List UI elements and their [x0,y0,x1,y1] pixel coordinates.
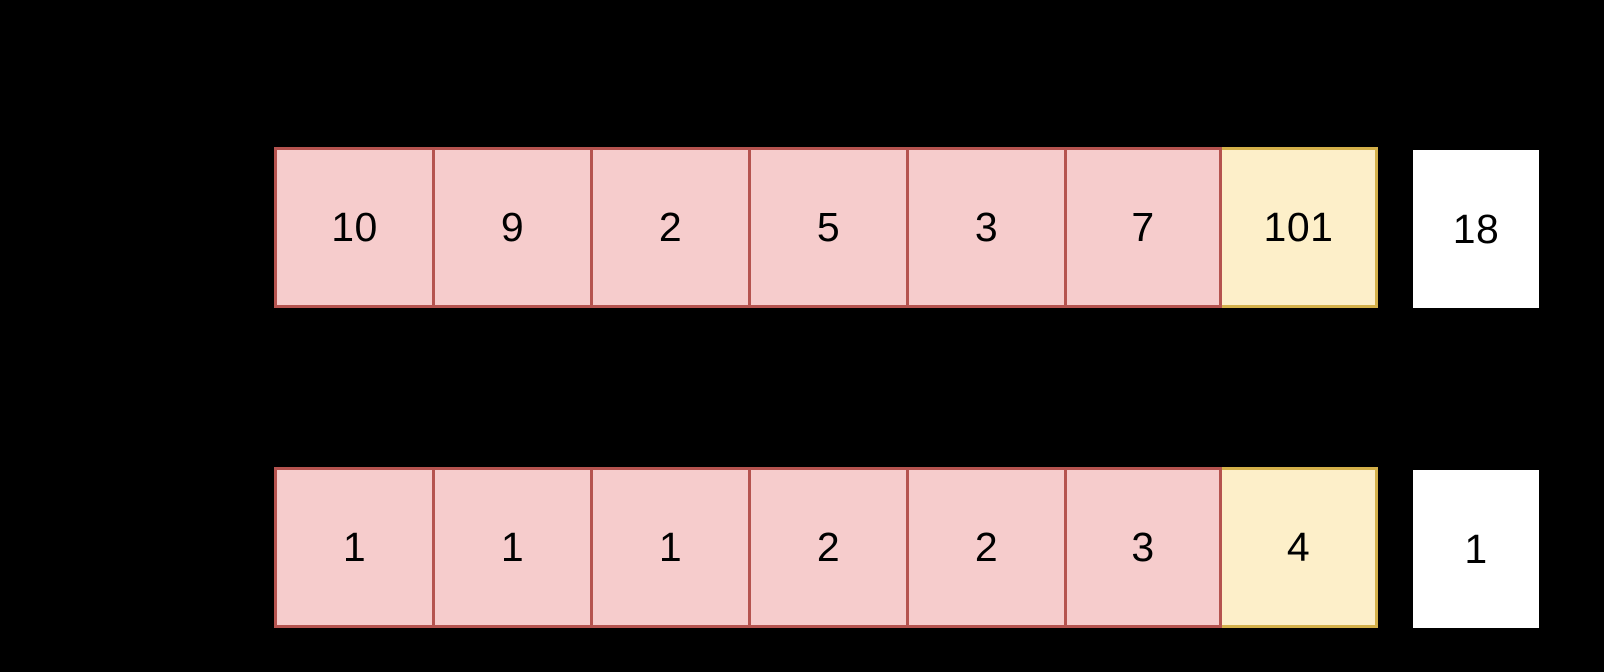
array-cell[interactable]: 1 [590,467,748,628]
array-row-1: 10 9 2 5 3 7 101 18 [274,147,1539,308]
array-cell-detached[interactable]: 1 [1413,470,1539,628]
array-row-2: 1 1 1 2 2 3 4 1 [274,467,1539,628]
array-cell-value: 101 [1263,204,1334,250]
array-cell-highlighted[interactable]: 4 [1222,467,1378,628]
array-cell-value: 9 [500,204,525,250]
array-cell-value: 5 [816,204,841,250]
array-cell-value: 2 [974,524,999,570]
array-cell-value: 7 [1131,204,1155,250]
array-cell-value: 10 [331,204,378,250]
array-cell[interactable]: 1 [274,467,432,628]
array-cell[interactable]: 5 [748,147,906,308]
array-row-1-cell-run: 10 9 2 5 3 7 101 [274,147,1378,308]
array-cell-value: 3 [974,204,999,250]
array-cell-highlighted[interactable]: 101 [1222,147,1378,308]
array-cell-value: 2 [816,524,841,570]
array-cell-value: 1 [1464,525,1488,572]
array-cell-value: 18 [1452,205,1500,252]
array-cell[interactable]: 7 [1064,147,1222,308]
array-cell[interactable]: 9 [432,147,590,308]
array-cell-value: 1 [658,524,683,570]
array-cell[interactable]: 3 [906,147,1064,308]
array-cell-value: 1 [500,524,525,570]
array-cell[interactable]: 10 [274,147,432,308]
array-cell-value: 4 [1286,524,1311,570]
array-cell-value: 3 [1131,524,1155,570]
array-cell[interactable]: 3 [1064,467,1222,628]
array-cell-detached[interactable]: 18 [1413,150,1539,308]
array-cell[interactable]: 2 [748,467,906,628]
array-cell-value: 2 [658,204,683,250]
array-cell[interactable]: 1 [432,467,590,628]
array-cell[interactable]: 2 [906,467,1064,628]
array-cell[interactable]: 2 [590,147,748,308]
array-row-2-cell-run: 1 1 1 2 2 3 4 [274,467,1378,628]
array-cell-value: 1 [342,524,367,570]
